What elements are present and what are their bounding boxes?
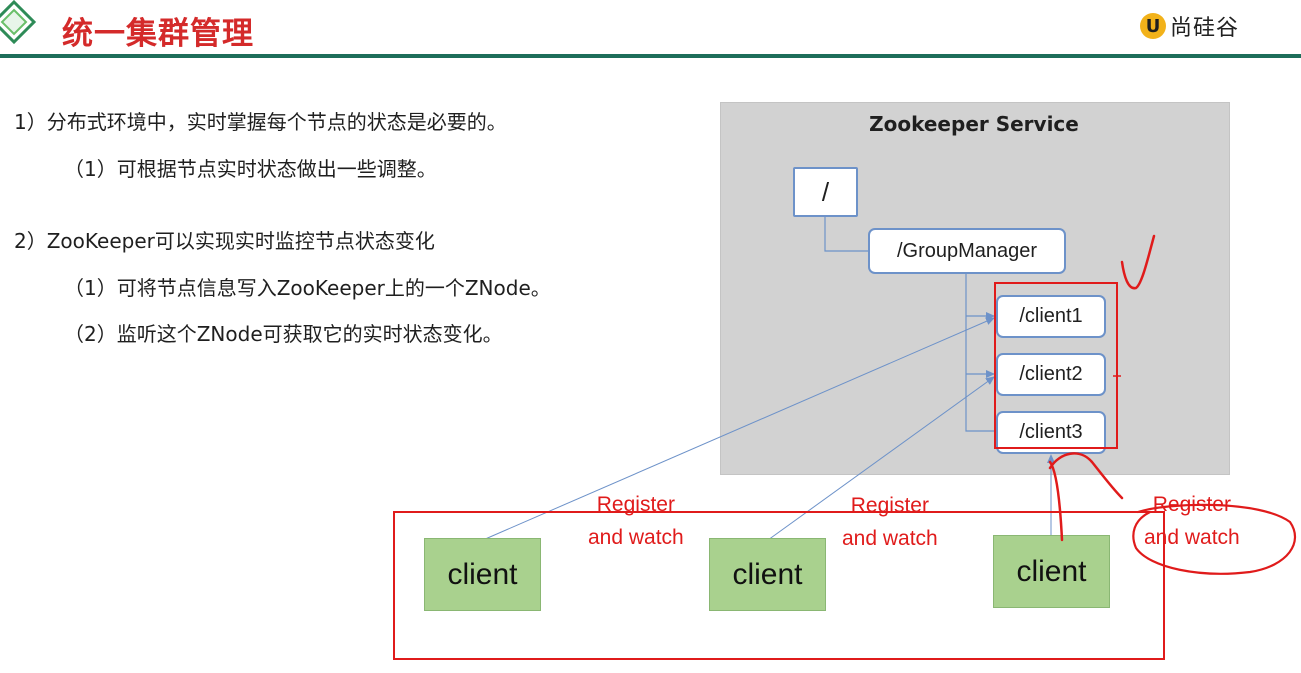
- point-2-sub-1: （1）可将节点信息写入ZooKeeper上的一个ZNode。: [64, 276, 551, 300]
- point-1-sub-1: （1）可根据节点实时状态做出一些调整。: [64, 157, 437, 181]
- page-title: 统一集群管理: [62, 16, 254, 52]
- register-label-1: Register and watch: [588, 488, 684, 554]
- tree-edge-root: [824, 217, 868, 252]
- point-2: 2）ZooKeeper可以实现实时监控节点状态变化: [14, 229, 435, 253]
- header-divider: [0, 54, 1301, 58]
- client-box-2: client: [709, 538, 826, 611]
- client-box-3: client: [993, 535, 1110, 608]
- annotation-box-clients: [393, 511, 1165, 660]
- register-label-2-line2: and watch: [842, 527, 938, 550]
- point-2-sub-2: （2）监听这个ZNode可获取它的实时状态变化。: [64, 322, 503, 346]
- logo-text: 尚硅谷: [1170, 16, 1240, 41]
- register-label-1-line1: Register: [596, 493, 675, 516]
- znode-client1: /client1: [996, 295, 1106, 338]
- client-box-1: client: [424, 538, 541, 611]
- header-diamond-icon: [0, 0, 37, 45]
- zookeeper-service-panel: [720, 102, 1230, 475]
- znode-client2: /client2: [996, 353, 1106, 396]
- point-1: 1）分布式环境中，实时掌握每个节点的状态是必要的。: [14, 110, 507, 134]
- annotation-circle: [1132, 503, 1296, 575]
- logo-u-icon: U: [1140, 13, 1166, 39]
- register-label-3-line2: and watch: [1144, 526, 1240, 549]
- znode-group-manager: /GroupManager: [868, 228, 1066, 274]
- znode-root: /: [793, 167, 858, 217]
- tree-edge-group: [965, 274, 996, 432]
- znode-client3: /client3: [996, 411, 1106, 454]
- register-label-1-line2: and watch: [588, 526, 684, 549]
- brand-logo: U 尚硅谷: [1140, 8, 1239, 44]
- annotation-box-znodes: [994, 282, 1118, 449]
- register-line-1: [482, 317, 995, 541]
- annotation-arrow-curve: [1048, 452, 1124, 542]
- annotation-checkmark: [1120, 234, 1156, 290]
- zookeeper-service-title: Zookeeper Service: [869, 112, 1079, 136]
